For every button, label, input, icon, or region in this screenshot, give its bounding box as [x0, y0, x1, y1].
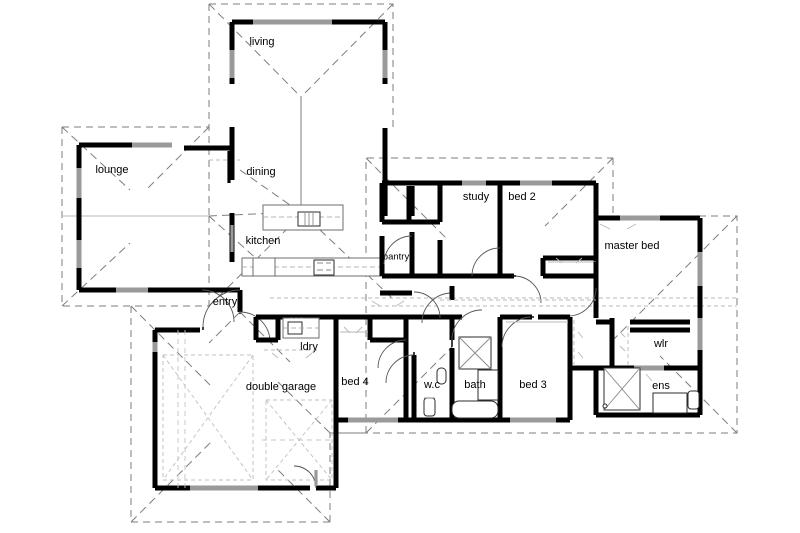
hip-entry-detail-2: [239, 311, 291, 363]
hip-lounge-bl: [61, 242, 131, 307]
label-bed4: bed 4: [341, 376, 369, 388]
bath-shower-cross: [458, 336, 492, 370]
label-living: living: [249, 36, 274, 48]
label-ldry: ldry: [300, 341, 318, 353]
door-arc-wc: [385, 354, 415, 384]
bed4-arrows: [343, 326, 363, 334]
wir-arrows: [619, 331, 626, 352]
bed2-robe-arrows: [555, 257, 583, 264]
hip-bedwing-tr: [544, 157, 614, 227]
door-arc-hall-a: [421, 292, 453, 324]
label-dining: dining: [246, 166, 275, 178]
ldry-arrows: [271, 352, 313, 359]
hip-living-left: [208, 3, 302, 98]
hip-garage-tl: [130, 305, 211, 386]
label-wc: w.c: [423, 379, 440, 391]
door-arc-front: [202, 289, 241, 328]
cooktop-burners: [317, 262, 331, 271]
hip-lounge-tr: [147, 126, 210, 189]
kitchen-fixtures: [241, 204, 383, 277]
label-bed2: bed 2: [508, 191, 536, 203]
room-master-bed: [567, 215, 703, 362]
hip-garage-br: [275, 467, 331, 523]
wc-toilet: [423, 397, 436, 417]
room-double-garage: [152, 342, 339, 491]
room-bed3: [500, 314, 596, 423]
label-study: study: [463, 191, 490, 203]
room-bath: [414, 309, 503, 423]
hip-dining: [208, 211, 302, 217]
ens-vanity: [652, 392, 688, 414]
bath-vanity: [477, 369, 499, 401]
garage-car-left: [162, 354, 254, 481]
roof-outline-lounge: [61, 127, 209, 307]
hip-garage-bl: [130, 439, 214, 523]
hip-entry-detail: [208, 311, 241, 344]
roof-outline-group: [61, 3, 738, 523]
kitchen-cooktop: [313, 259, 335, 276]
room-labels: living dining lounge kitchen pantry stud…: [95, 36, 670, 393]
hip-kitchen-left: [208, 215, 261, 263]
bed3-arrows: [577, 331, 584, 359]
room-pantry: [379, 180, 443, 279]
kitchen-sink-draining: [304, 213, 314, 225]
label-double-garage: double garage: [246, 381, 316, 393]
door-arc-entry-hall: [239, 311, 271, 343]
slab-lines: [177, 330, 330, 488]
door-arc-master: [567, 287, 597, 317]
room-wir: [596, 318, 690, 368]
door-arc-bed3: [501, 316, 533, 348]
door-arc-bed2: [513, 275, 542, 304]
roof-outline-master-wing: [366, 158, 738, 434]
label-bath: bath: [464, 379, 485, 391]
label-bed3: bed 3: [519, 379, 547, 391]
bath-tub: [451, 400, 499, 419]
hallway-doors: [371, 286, 596, 324]
room-bed2: [500, 180, 599, 304]
room-wc: [385, 314, 452, 423]
construction-lines: [62, 159, 737, 307]
label-wir: wlr: [653, 338, 668, 350]
ens-shower-cross: [603, 367, 641, 411]
room-bed4: [336, 314, 409, 423]
room-study: [412, 180, 503, 279]
door-arc-garage-rear: [293, 465, 317, 489]
kitchen-fridge-space: [252, 257, 276, 277]
room-ldry: [253, 314, 339, 420]
roof-hip-lines: [61, 3, 738, 523]
label-ens: ens: [652, 380, 670, 392]
ens-toilet: [687, 390, 700, 410]
door-arc-bed4: [377, 339, 407, 369]
master-window-arrows: [599, 223, 637, 230]
label-pantry: pantry: [383, 252, 410, 263]
room-lounge: [76, 142, 240, 293]
label-entry: entry: [213, 296, 238, 308]
door-arc-entry-lounge: [201, 289, 235, 323]
roof-outline-living: [209, 3, 394, 128]
hall-arrows: [371, 300, 405, 307]
door-arc-bath: [451, 309, 483, 341]
door-arc-hall-b: [413, 291, 441, 319]
bath-basin: [436, 367, 447, 385]
label-master-bed: master bed: [604, 240, 659, 252]
room-living: [229, 19, 388, 84]
ens-floor-waste: [602, 403, 608, 409]
room-ens: [593, 362, 703, 418]
room-entry: [152, 289, 291, 363]
room-dining: [184, 127, 388, 262]
door-arc-study: [471, 247, 501, 277]
door-arc-pantry: [383, 235, 413, 265]
hip-lounge-tl: [61, 126, 131, 191]
ens-shower-arrow: [645, 373, 653, 382]
hip-master-tr: [612, 215, 738, 341]
hip-living-right: [300, 3, 394, 98]
label-lounge: lounge: [95, 164, 128, 176]
garage-car-left-cross: [162, 354, 254, 481]
label-kitchen: kitchen: [246, 235, 281, 247]
